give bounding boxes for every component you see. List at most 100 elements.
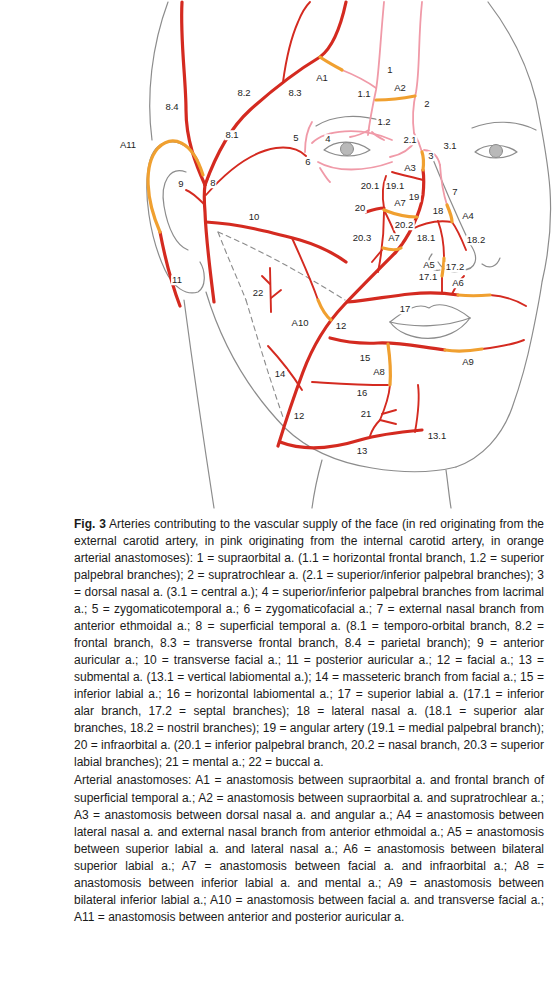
nostril-branch — [452, 222, 466, 250]
callout-number: A8 — [372, 367, 386, 377]
callout-layer: 1A1A28.28.31.128.41.28.1542.1A113.136A39… — [0, 0, 558, 512]
callout-number: 17.1 — [418, 272, 439, 282]
supraorbital-artery — [368, 2, 384, 135]
dashed-guide — [218, 232, 246, 300]
eye-outline — [324, 142, 370, 156]
caption-paragraph: Arterial anastomoses: A1 = anastomosis b… — [74, 772, 544, 925]
anastomosis — [458, 293, 490, 297]
callout-number: 13 — [356, 446, 369, 456]
transverse-facial-branch — [292, 238, 318, 300]
central-artery — [424, 150, 440, 165]
eyebrow — [472, 122, 536, 130]
facial-artery — [278, 170, 424, 446]
anastomosis — [148, 141, 203, 232]
eye-outline — [475, 145, 517, 158]
anastomosis — [318, 300, 331, 320]
neck-outline — [312, 460, 322, 508]
horizontal-labiomental-artery — [312, 382, 388, 385]
anastomosis — [320, 57, 342, 70]
superior-labial-branch — [372, 250, 382, 262]
head-outline — [150, 2, 168, 140]
mental-artery — [370, 420, 380, 436]
palpebral-arcade — [312, 131, 392, 143]
caption-block: Fig. 3 Arteries contributing to the vasc… — [74, 516, 544, 926]
callout-number: 20.1 — [360, 181, 381, 191]
supratrochlear-artery — [413, 2, 422, 133]
neck-outline — [184, 300, 214, 508]
jaw-outline — [206, 292, 456, 472]
buccal-artery — [262, 276, 270, 284]
callout-number: 10 — [248, 212, 261, 222]
medial-palpebral-branch — [392, 172, 423, 180]
callout-number: 8.4 — [164, 102, 179, 112]
anastomosis — [447, 205, 452, 222]
callout-number: A1 — [315, 73, 329, 83]
vertical-labiomental-artery — [415, 385, 419, 432]
callout-number: 18.2 — [466, 235, 487, 245]
callout-number: 8 — [209, 178, 216, 188]
callout-number: A3 — [403, 163, 417, 173]
callout-number: 13.1 — [427, 431, 448, 441]
callout-number: 8.1 — [224, 130, 239, 140]
callout-number: 17 — [399, 304, 412, 314]
callout-number: 3.1 — [442, 141, 457, 151]
iris — [341, 143, 354, 156]
mouth-line — [390, 318, 470, 326]
superior-labial-artery — [348, 293, 458, 302]
anastomosis — [422, 152, 424, 170]
callout-number: 3 — [427, 151, 434, 161]
figure-number: Fig. 3 — [74, 517, 106, 531]
callout-number: 8.3 — [287, 88, 302, 98]
zygomaticotemporal-artery — [305, 122, 312, 152]
eyebrow — [316, 116, 382, 126]
callout-number: 8.2 — [236, 88, 251, 98]
callout-number: 20.2 — [394, 220, 415, 230]
anastomosis — [383, 248, 401, 250]
callout-number: A9 — [461, 357, 475, 367]
face-contour — [456, 2, 551, 467]
mental-artery — [382, 410, 396, 414]
callout-number: 6 — [304, 157, 311, 167]
zygomaticofacial-artery — [320, 168, 330, 182]
submental-artery — [280, 430, 422, 448]
mental-artery — [380, 420, 396, 424]
anterior-auricular-artery — [186, 190, 205, 205]
transverse-facial-artery — [206, 222, 346, 262]
ear-fold — [163, 171, 188, 250]
callout-number: 16 — [356, 388, 369, 398]
callout-number: A4 — [461, 211, 475, 221]
face-outline — [147, 2, 551, 508]
callout-number: A11 — [119, 140, 137, 150]
callout-number: 5 — [292, 133, 299, 143]
callout-number: 19.1 — [385, 181, 406, 191]
dashed-guide — [218, 232, 345, 300]
inferior-labial-artery — [482, 340, 524, 349]
callout-number: 1.1 — [356, 89, 371, 99]
external-carotid-branches — [160, 2, 526, 448]
infraorbital-artery — [366, 208, 384, 212]
anastomosis — [384, 210, 417, 217]
anastomosis — [388, 344, 390, 385]
callout-number: 2 — [423, 99, 430, 109]
buccal-artery — [270, 268, 271, 312]
callout-number: 15 — [359, 353, 372, 363]
callout-number: 2.1 — [402, 135, 417, 145]
superficial-temporal-artery — [204, 185, 214, 302]
dashed-guide — [246, 300, 284, 420]
anastomoses — [148, 57, 490, 385]
nostril — [482, 258, 500, 267]
callout-number: 20.3 — [352, 233, 373, 243]
temporo-orbital-branch — [206, 147, 306, 195]
callout-number: 1.2 — [376, 117, 391, 127]
callout-number: 21 — [360, 409, 373, 419]
external-nasal-branch — [440, 165, 447, 205]
lateral-nasal-artery — [410, 221, 452, 230]
anastomosis — [442, 258, 444, 276]
upper-lip — [390, 305, 470, 322]
inferior-alar-branch — [441, 276, 443, 293]
palpebral-arcade — [318, 162, 392, 170]
lower-lip — [390, 318, 470, 338]
figure-caption: Fig. 3 Arteries contributing to the vasc… — [74, 516, 544, 771]
callout-number: 7 — [451, 187, 458, 197]
callout-number: A6 — [451, 278, 465, 288]
